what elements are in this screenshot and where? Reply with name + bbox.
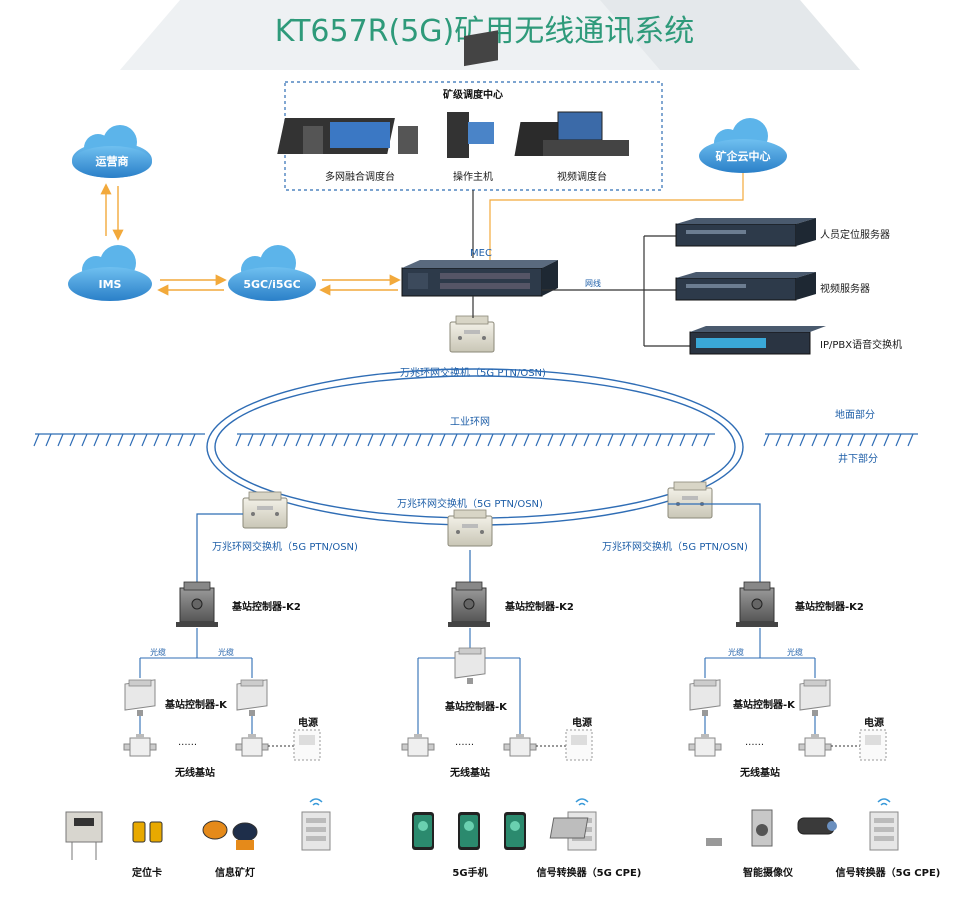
terminal-label-5g-phone: 5G手机	[452, 866, 487, 879]
surface-label: 地面部分	[835, 408, 875, 421]
right-power-label: 电源	[864, 716, 884, 729]
phone-icon-3	[504, 812, 526, 850]
operator-cloud: 运营商	[72, 125, 152, 178]
multi-network-console-icon	[277, 118, 418, 154]
right-controller-k-label: 基站控制器-K	[732, 698, 796, 711]
left-power-label: 电源	[298, 716, 318, 729]
terminal-label-mine-lamp: 信息矿灯	[215, 866, 255, 879]
right-fiber-label-1: 光缆	[728, 647, 744, 657]
middle-power-icon	[565, 729, 593, 761]
video-console-icon	[514, 111, 629, 156]
mec-server-icon	[401, 260, 558, 297]
industrial-ring-label: 工业环网	[450, 416, 490, 428]
network-cable-label: 网线	[585, 278, 601, 288]
right-dots: ······	[745, 740, 764, 751]
left-power-icon	[293, 729, 321, 761]
right-ring-switch-label: 万兆环网交换机（5G PTN/OSN)	[602, 540, 748, 553]
middle-station-icon-2	[503, 733, 537, 757]
right-fiber-label-2: 光缆	[787, 647, 803, 657]
left-fiber-label-1: 光缆	[150, 647, 166, 657]
dispatch-center-title: 矿级调度中心	[443, 88, 503, 101]
ims-cloud: IMS	[68, 245, 152, 301]
locator-card-icon	[132, 821, 163, 843]
middle-ring-switch-icon	[447, 509, 493, 547]
mine-lamp-icon	[202, 820, 258, 850]
left-controller-k2-label: 基站控制器-K2	[231, 600, 301, 613]
terminal-label-camera: 智能摄像仪	[743, 866, 794, 879]
right-station-icon-2	[798, 733, 832, 757]
right-controller-k2-label: 基站控制器-K2	[794, 600, 864, 613]
video-server-icon	[675, 271, 817, 301]
left-ring-switch-icon	[242, 491, 288, 529]
mine-cloud: 矿企云中心	[699, 118, 787, 173]
middle-power-label: 电源	[572, 716, 592, 729]
ring-inner	[214, 375, 736, 519]
left-ring-switch-label: 万兆环网交换机（5G PTN/OSN)	[212, 540, 358, 553]
right-controller-k-icon-2	[799, 679, 831, 717]
terminal-label-middle-cpe: 信号转换器（5G CPE)	[537, 866, 642, 879]
left-controller-k2-icon	[175, 581, 219, 628]
left-station-icon-2	[235, 733, 269, 757]
middle-dots: ······	[455, 740, 474, 751]
pbx-switch-icon	[689, 326, 826, 355]
ims-label: IMS	[99, 278, 122, 291]
left-controller-k-icon-2	[236, 679, 268, 717]
reader-box-icon	[65, 811, 103, 860]
operator-label: 运营商	[96, 154, 129, 168]
right-cpe-icon	[869, 798, 899, 851]
right-controller-k-icon-1	[689, 679, 721, 717]
right-power-icon	[859, 729, 887, 761]
left-cpe-icon	[301, 798, 331, 851]
left-station-icon-1	[123, 733, 157, 757]
device-label-console: 多网融合调度台	[325, 170, 395, 183]
right-ring-switch-icon	[667, 481, 713, 519]
camera-icon-2	[751, 809, 773, 847]
device-label-host: 操作主机	[453, 170, 493, 183]
server-label-video: 视频服务器	[820, 282, 870, 295]
left-controller-k-icon-1	[124, 679, 156, 717]
operator-host-icon	[447, 30, 498, 158]
server-label-location: 人员定位服务器	[820, 228, 890, 241]
left-fiber-label-2: 光缆	[218, 647, 234, 657]
right-station-label: 无线基站	[739, 766, 780, 779]
server-label-pbx: IP/PBX语音交换机	[820, 338, 902, 351]
right-controller-k2-icon	[735, 581, 779, 628]
terminal-label-right-cpe: 信号转换器（5G CPE)	[836, 866, 941, 879]
mec-label: MEC	[470, 248, 492, 259]
ground-hatches	[33, 433, 914, 447]
left-dots: ······	[178, 740, 197, 751]
top-ring-switch-icon	[449, 315, 495, 353]
middle-station-icon-1	[401, 733, 435, 757]
location-server-icon	[675, 217, 817, 247]
underground-label: 井下部分	[838, 452, 878, 465]
right-station-icon-1	[688, 733, 722, 757]
phone-icon-2	[458, 812, 480, 850]
device-label-video-console: 视频调度台	[557, 170, 607, 183]
terminal-label-locator-card: 定位卡	[132, 866, 162, 879]
camera-icon-3	[797, 817, 837, 835]
middle-controller-k-icon	[454, 647, 486, 685]
core-cloud: 5GC/i5GC	[228, 245, 316, 301]
camera-icon-1	[549, 817, 722, 846]
middle-controller-k2-icon	[447, 581, 491, 628]
mine-cloud-label: 矿企云中心	[716, 149, 771, 163]
middle-controller-k-label: 基站控制器-K	[444, 700, 508, 713]
middle-controller-k2-label: 基站控制器-K2	[504, 600, 574, 613]
middle-station-label: 无线基站	[449, 766, 490, 779]
phone-icon-1	[412, 812, 434, 850]
middle-ring-switch-label: 万兆环网交换机（5G PTN/OSN)	[397, 497, 543, 510]
left-station-label: 无线基站	[174, 766, 215, 779]
core-label: 5GC/i5GC	[243, 278, 300, 291]
left-controller-k-label: 基站控制器-K	[164, 698, 228, 711]
